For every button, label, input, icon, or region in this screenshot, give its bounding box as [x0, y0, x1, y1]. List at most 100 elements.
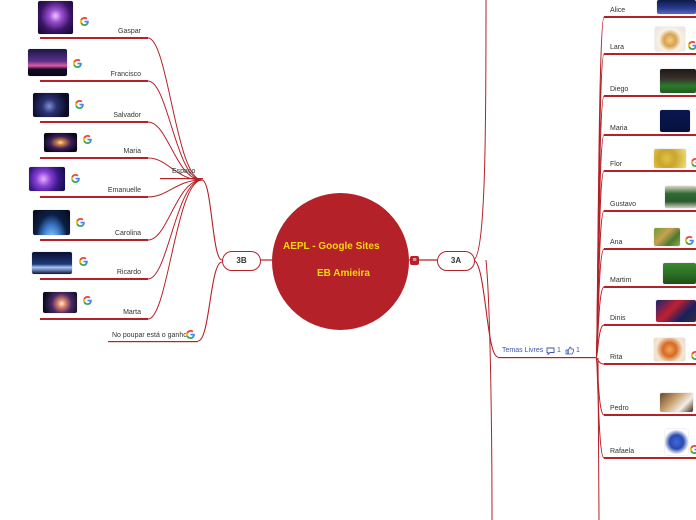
google-g-icon[interactable] — [688, 41, 696, 50]
node-label-pedro[interactable]: Pedro — [610, 405, 629, 412]
underline-bar — [604, 363, 696, 365]
thumbnail-image[interactable] — [657, 0, 696, 14]
underline-bar — [604, 134, 696, 136]
thumbnail-image[interactable] — [32, 252, 72, 274]
connector-line — [147, 179, 203, 320]
underline-bar — [604, 170, 696, 172]
underline-bar — [40, 196, 148, 198]
connector-line — [147, 80, 203, 181]
underline-bar — [40, 318, 148, 320]
google-g-icon[interactable] — [186, 330, 195, 339]
thumbnail-image[interactable] — [28, 49, 67, 76]
underline-bar — [604, 457, 696, 459]
node-label-rita[interactable]: Rita — [610, 354, 623, 361]
node-label-ana[interactable]: Ana — [610, 239, 623, 246]
connector-line — [595, 324, 605, 359]
connector-line — [147, 179, 203, 198]
node-label-emanuelle[interactable]: Emanuelle — [107, 187, 141, 194]
underline-bar — [604, 248, 696, 250]
branch-3a[interactable]: 3A — [437, 251, 475, 271]
underline-bar — [160, 178, 203, 180]
google-g-icon[interactable] — [79, 257, 88, 266]
google-g-icon[interactable] — [83, 135, 92, 144]
node-label-marta[interactable]: Marta — [123, 309, 141, 316]
connector-line — [472, 259, 499, 358]
node-label-francisco[interactable]: Francisco — [110, 71, 141, 78]
google-g-icon[interactable] — [76, 218, 85, 227]
thumbnail-image[interactable] — [660, 69, 696, 93]
underline-bar — [604, 286, 696, 288]
underline-bar — [40, 157, 148, 159]
underline-bar — [40, 278, 148, 280]
thumbnail-image[interactable] — [654, 338, 685, 361]
underline-bar — [40, 80, 148, 82]
underline-bar — [498, 357, 596, 359]
google-g-icon[interactable] — [73, 59, 82, 68]
thumbnail-image[interactable] — [656, 300, 696, 322]
central-node[interactable] — [272, 193, 409, 330]
google-g-icon[interactable] — [691, 158, 696, 167]
node-label-poupar[interactable]: No poupar está o ganho — [112, 332, 188, 339]
node-label-diego[interactable]: Diego — [610, 86, 629, 93]
connector-line — [147, 157, 203, 181]
equals-icon[interactable]: ≡ — [410, 256, 419, 265]
underline-bar — [604, 53, 696, 55]
node-label-flor[interactable]: Flor — [610, 161, 623, 168]
thumbnail-image[interactable] — [33, 210, 70, 235]
node-label-carolina[interactable]: Carolina — [114, 230, 141, 237]
thumbnail-image[interactable] — [655, 27, 685, 51]
thumbnail-image[interactable] — [665, 429, 688, 455]
node-label-maria[interactable]: Maria — [123, 148, 141, 155]
thumbnail-image[interactable] — [654, 149, 686, 168]
node-label-alice[interactable]: Alice — [610, 7, 626, 14]
underline-bar — [40, 37, 148, 39]
google-g-icon[interactable] — [83, 296, 92, 305]
underline-bar — [604, 210, 696, 212]
node-label-salvador[interactable]: Salvador — [113, 112, 141, 119]
central-title: AEPL - Google Sites — [283, 241, 380, 252]
like-count: 1 — [576, 347, 580, 354]
node-label-maria[interactable]: Maria — [610, 125, 628, 132]
node-label-gustavo[interactable]: Gustavo — [610, 201, 637, 208]
thumbnail-image[interactable] — [38, 1, 73, 34]
node-label-dinis[interactable]: Dinis — [610, 315, 626, 322]
thumbnail-image[interactable] — [665, 186, 696, 208]
google-g-icon[interactable] — [71, 174, 80, 183]
node-label-lara[interactable]: Lara — [610, 44, 625, 51]
underline-bar — [604, 414, 696, 416]
google-g-icon[interactable] — [75, 100, 84, 109]
thumbnail-image[interactable] — [33, 93, 69, 117]
connector-line — [485, 259, 493, 520]
google-g-icon[interactable] — [80, 17, 89, 26]
connector-line — [597, 357, 600, 520]
connector-line — [147, 179, 203, 241]
central-subtitle: EB Amieira — [317, 268, 370, 279]
thumbnail-image[interactable] — [660, 393, 693, 412]
connector-line — [595, 357, 605, 459]
connector-line — [201, 179, 223, 261]
node-label-rafaela[interactable]: Rafaela — [610, 448, 635, 455]
connector-line — [147, 37, 203, 181]
thumbnail-image[interactable] — [654, 228, 680, 246]
thumbnail-image[interactable] — [43, 292, 77, 313]
thumbs-up-icon[interactable] — [565, 346, 574, 355]
node-label-martim[interactable]: Martim — [610, 277, 632, 284]
underline-bar — [40, 121, 148, 123]
comment-icon[interactable] — [546, 347, 555, 355]
thumbnail-image[interactable] — [44, 133, 77, 152]
group-label-espaco[interactable]: Espaço — [172, 168, 196, 175]
underline-bar — [604, 95, 696, 97]
thumbnail-image[interactable] — [29, 167, 65, 191]
thumbnail-image[interactable] — [660, 110, 690, 132]
branch-3b[interactable]: 3B — [222, 251, 261, 271]
node-label-gaspar[interactable]: Gaspar — [118, 28, 141, 35]
thumbnail-image[interactable] — [663, 263, 696, 284]
google-g-icon[interactable] — [685, 236, 694, 245]
google-g-icon[interactable] — [690, 445, 696, 454]
google-g-icon[interactable] — [691, 351, 696, 360]
node-label-ricardo[interactable]: Ricardo — [116, 269, 141, 276]
comment-count: 1 — [557, 347, 561, 354]
underline-bar — [604, 324, 696, 326]
group-label-temas-livres[interactable]: Temas Livres — [502, 347, 544, 354]
connector-line — [147, 179, 203, 280]
